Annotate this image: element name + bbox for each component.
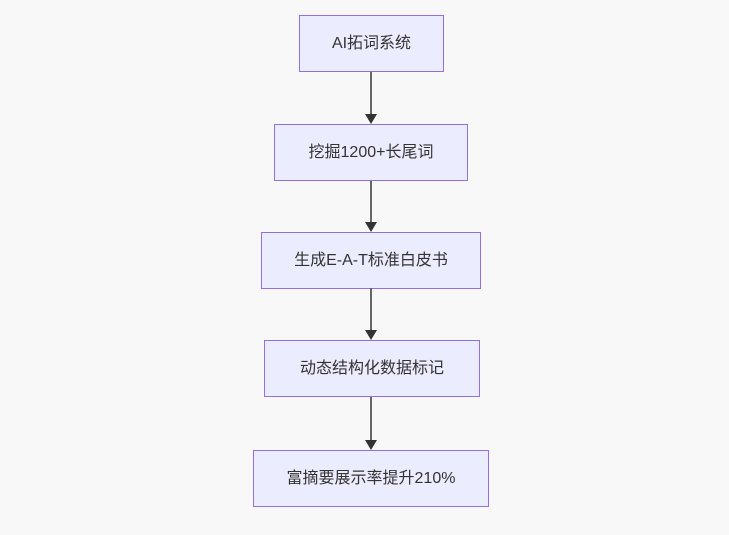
flow-node-label: 动态结构化数据标记 (299, 359, 444, 377)
flow-node-rich-snippet-rate: 富摘要展示率提升210% (253, 450, 489, 507)
flow-edge-4 (370, 397, 372, 441)
arrowhead-icon (365, 114, 377, 124)
flow-edge-1 (370, 72, 372, 115)
flow-node-label: AI拓词系统 (331, 34, 412, 52)
flow-edge-2 (370, 181, 372, 223)
flow-node-label: 富摘要展示率提升210% (286, 469, 456, 487)
flow-node-label: 挖掘1200+长尾词 (308, 143, 434, 161)
arrowhead-icon (365, 330, 377, 340)
arrowhead-icon (365, 440, 377, 450)
flow-node-label: 生成E-A-T标准白皮书 (294, 251, 448, 269)
flow-node-eat-whitepaper: 生成E-A-T标准白皮书 (261, 232, 481, 289)
flow-edge-3 (370, 288, 372, 331)
flow-node-ai-word-system: AI拓词系统 (299, 15, 444, 72)
flow-node-longtail-mining: 挖掘1200+长尾词 (274, 124, 468, 181)
arrowhead-icon (365, 222, 377, 232)
flow-node-structured-data: 动态结构化数据标记 (264, 340, 480, 397)
